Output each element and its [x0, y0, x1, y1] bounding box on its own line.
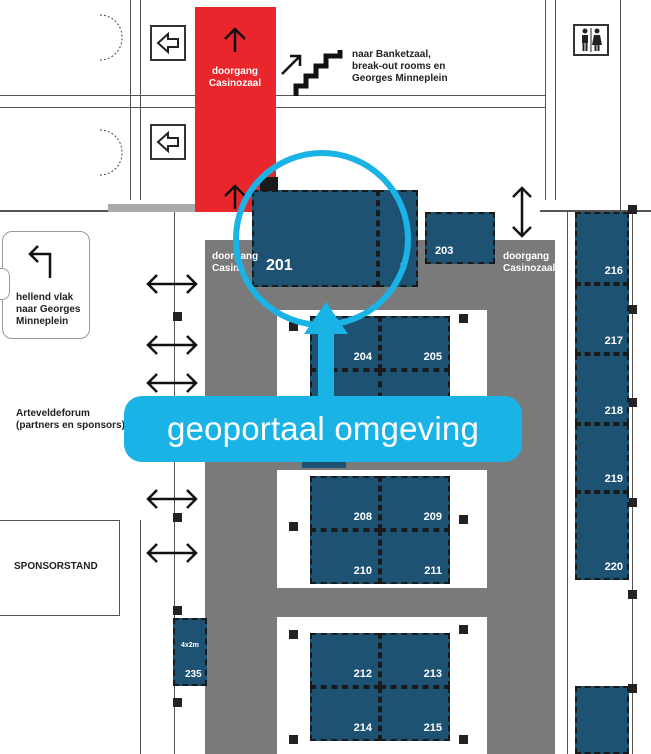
column-marker	[289, 322, 298, 331]
callout-arrow-icon	[304, 302, 348, 408]
column-marker	[459, 625, 468, 634]
top-band-line	[0, 107, 195, 108]
column-marker	[173, 698, 182, 707]
wall-line	[620, 0, 621, 210]
arrow-up-icon	[224, 27, 246, 52]
wall-line	[140, 0, 141, 200]
hall-top-wall	[540, 210, 651, 212]
bidirectional-arrow-icon	[146, 274, 198, 294]
column-marker	[289, 522, 298, 531]
booth-220[interactable]: 220	[575, 492, 629, 580]
booth-size: 4x2m	[181, 642, 199, 649]
top-band-line	[275, 95, 545, 96]
booth-218[interactable]: 218	[575, 354, 629, 424]
arrow-up-icon	[224, 184, 246, 209]
column-marker	[628, 205, 637, 214]
booth-number: 235	[185, 669, 202, 680]
booth-205[interactable]: 205	[380, 316, 450, 370]
stairs-icon	[281, 50, 343, 96]
booth-number: 209	[423, 511, 442, 523]
booth-number: 220	[604, 561, 623, 573]
booth-number: 204	[353, 351, 372, 363]
booth-213[interactable]: 213	[380, 633, 450, 687]
column-marker	[289, 630, 298, 639]
ramp-marker	[0, 268, 10, 300]
bidirectional-arrow-icon	[146, 543, 198, 563]
column-marker	[459, 314, 468, 323]
booth-215[interactable]: 215	[380, 687, 450, 741]
booth-number: 218	[604, 405, 623, 417]
booth-number: 210	[353, 565, 372, 577]
top-band-line	[0, 95, 195, 96]
column-marker	[173, 312, 182, 321]
column-marker	[289, 735, 298, 744]
booth-216[interactable]: 216	[575, 212, 629, 284]
arrow-turn-left-icon	[28, 245, 52, 278]
booth-219[interactable]: 219	[575, 424, 629, 492]
hall-top-wall	[0, 210, 195, 212]
booth-number: 215	[423, 722, 442, 734]
callout-text: geoportaal omgeving	[166, 410, 479, 447]
door-frame	[108, 204, 195, 212]
booth-number: 216	[604, 265, 623, 277]
booth-number: 208	[353, 511, 372, 523]
booth-221[interactable]	[575, 686, 629, 754]
geoportaal-callout[interactable]: geoportaal omgeving	[124, 396, 522, 462]
wall-line	[545, 0, 546, 200]
column-marker	[628, 305, 637, 314]
booth-211[interactable]: 211	[380, 530, 450, 584]
booth-number: 205	[423, 351, 442, 363]
bidirectional-arrow-icon	[146, 335, 198, 355]
sponsorstand-area	[0, 520, 120, 616]
booth-210[interactable]: 210	[310, 530, 380, 584]
exit-left-sign-icon	[150, 25, 186, 61]
restroom-icon	[573, 24, 609, 56]
wall-line	[555, 0, 556, 200]
booth-212[interactable]: 212	[310, 633, 380, 687]
booth-217[interactable]: 217	[575, 284, 629, 354]
bidirectional-arrow-icon	[146, 373, 198, 393]
booth-number: 213	[423, 668, 442, 680]
arteveldeforum-label: Arteveldeforum(partners en sponsors)	[16, 408, 125, 431]
sponsorstand-label: SPONSORSTAND	[14, 561, 98, 572]
column-marker	[459, 515, 468, 524]
top-band-line	[275, 107, 545, 108]
column-marker	[628, 398, 637, 407]
column-marker	[173, 513, 182, 522]
booth-214[interactable]: 214	[310, 687, 380, 741]
booth-203[interactable]: 203	[425, 212, 495, 264]
hall-wall	[632, 205, 633, 754]
booth-number: 219	[604, 473, 623, 485]
booth-number: 203	[435, 245, 454, 257]
exit-left-sign-icon	[150, 124, 186, 160]
booth-208[interactable]: 208	[310, 476, 380, 530]
booth-number: 217	[604, 335, 623, 347]
booth-number: 214	[353, 722, 372, 734]
column-marker	[628, 684, 637, 693]
column-marker	[628, 498, 637, 507]
column-marker	[459, 735, 468, 744]
booth-number: 211	[424, 565, 442, 577]
wall-line	[130, 0, 131, 200]
column-marker	[173, 606, 182, 615]
booth-209[interactable]: 209	[380, 476, 450, 530]
bidirectional-arrow-icon	[512, 186, 532, 238]
booth-235[interactable]: 4x2m 235	[173, 618, 207, 686]
bidirectional-arrow-icon	[146, 489, 198, 509]
wall-line	[140, 520, 141, 754]
column-marker	[628, 590, 637, 599]
booth-number: 212	[353, 668, 372, 680]
hall-wall	[174, 212, 175, 754]
hall-wall	[567, 212, 568, 754]
